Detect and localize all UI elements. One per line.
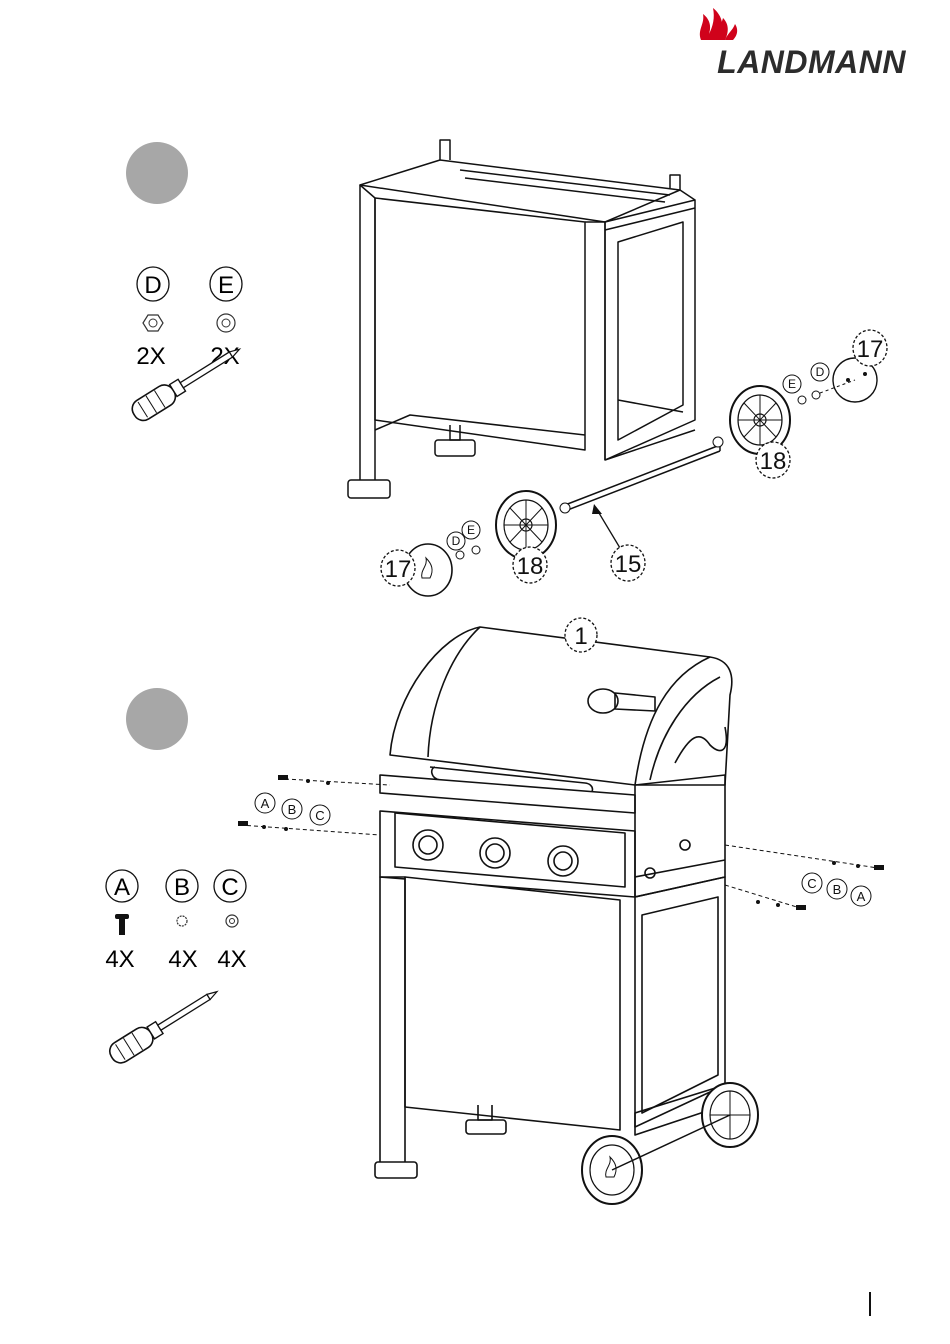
callout-c-left: C bbox=[315, 808, 324, 823]
step-2-marker bbox=[126, 688, 188, 750]
step-1-callouts: 17 18 15 17 18 E D D E bbox=[360, 320, 920, 600]
washer-icon bbox=[217, 314, 235, 332]
part-a-qty: 4X bbox=[105, 946, 134, 973]
callout-15: 15 bbox=[615, 551, 642, 578]
bolt-icon bbox=[115, 914, 129, 935]
part-e-letter: E bbox=[218, 272, 234, 299]
callout-17-right: 17 bbox=[857, 336, 884, 363]
part-d-letter: D bbox=[144, 272, 161, 299]
callout-d-right: D bbox=[816, 365, 825, 379]
callout-1: 1 bbox=[574, 623, 587, 650]
step-1-marker bbox=[126, 142, 188, 204]
step-1-parts-legend: D E 2X 2X bbox=[110, 262, 280, 462]
callout-b-left: B bbox=[288, 802, 297, 817]
part-b-qty: 4X bbox=[168, 946, 197, 973]
brand-name: LANDMANN bbox=[717, 44, 906, 81]
screwdriver-icon bbox=[106, 982, 223, 1066]
part-d-qty: 2X bbox=[136, 343, 165, 370]
callout-a-left: A bbox=[261, 796, 270, 811]
callout-e-right: E bbox=[788, 377, 796, 391]
callout-18-right: 18 bbox=[760, 448, 787, 475]
part-a-letter: A bbox=[114, 874, 130, 901]
step-2-callouts: 1 A B C C B A bbox=[250, 615, 890, 915]
callout-a-right: A bbox=[857, 889, 866, 904]
callout-17-left: 17 bbox=[385, 556, 412, 583]
callout-18-left: 18 bbox=[517, 553, 544, 580]
callout-d-left: D bbox=[452, 534, 461, 548]
part-b-letter: B bbox=[174, 874, 190, 901]
callout-b-right: B bbox=[833, 882, 842, 897]
nut-icon bbox=[143, 315, 163, 331]
lock-washer-icon bbox=[177, 916, 187, 926]
callout-c-right: C bbox=[807, 876, 816, 891]
flame-logo-icon bbox=[695, 6, 741, 42]
page-marker bbox=[869, 1292, 871, 1316]
callout-e-left: E bbox=[467, 523, 475, 537]
